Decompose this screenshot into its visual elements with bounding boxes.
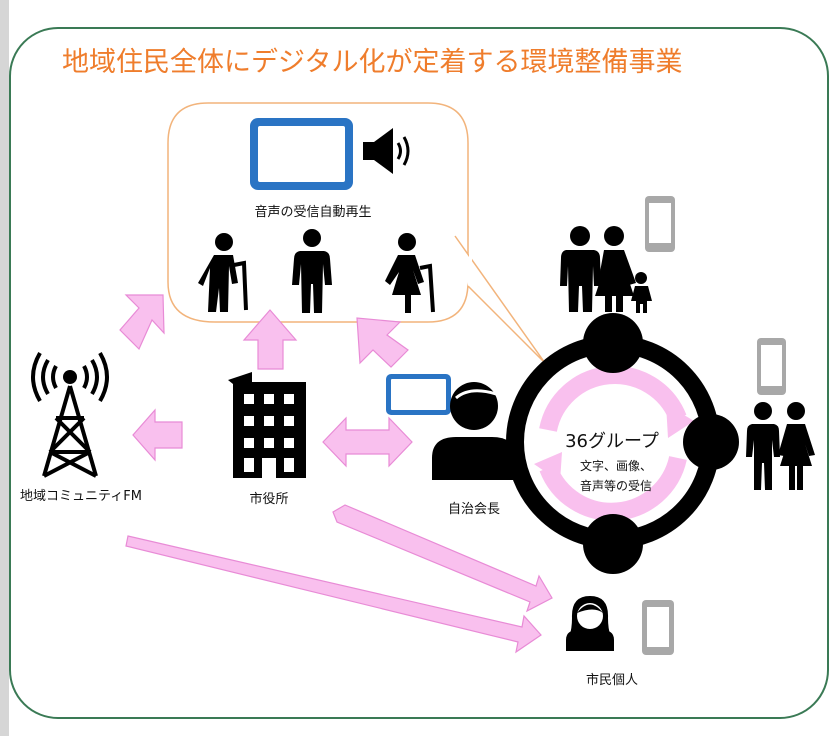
man-icon	[292, 229, 332, 313]
group-sub-line1: 文字、画像、	[580, 458, 652, 473]
ring-node-top	[583, 313, 643, 373]
woman-icon	[566, 596, 614, 651]
phone-icon-family	[645, 196, 675, 252]
arrow-chairman-to-bubble	[356, 317, 409, 368]
group-ring	[506, 313, 739, 574]
family-icon	[560, 226, 652, 313]
speaker-icon	[363, 128, 410, 174]
arrow-fm-to-bubble	[119, 294, 165, 351]
group-sub-line2: 音声等の受信	[580, 478, 652, 493]
chairman-label: 自治会長	[448, 502, 500, 517]
arrow-fm-to-citizen	[125, 535, 542, 654]
fm-label: 地域コミュニティFM	[20, 489, 142, 504]
hair-line	[455, 389, 497, 400]
citizen-label: 市民個人	[586, 672, 638, 688]
left-edge-strip	[0, 0, 9, 736]
phone-icon-citizen	[642, 600, 674, 655]
phone-icon-couple	[757, 338, 786, 395]
arrow-cityhall-to-bubble	[242, 309, 298, 370]
arrows	[119, 294, 553, 654]
couple-icon	[746, 402, 815, 490]
diagram-title: 地域住民全体にデジタル化が定着する環境整備事業	[62, 47, 682, 78]
arrow-cityhall-to-citizen	[332, 504, 553, 613]
elderly-woman-cane-icon	[385, 233, 435, 313]
arrow-cityhall-chairman	[322, 416, 413, 468]
tablet-icon	[250, 118, 353, 190]
cityhall-label: 市役所	[249, 491, 288, 507]
ring-node-bottom	[583, 514, 643, 574]
elderly-man-cane-icon	[198, 233, 248, 312]
radio-tower-icon	[31, 351, 109, 478]
ring-node-right	[683, 414, 739, 470]
bubble-caption: 音声の受信自動再生	[254, 204, 371, 220]
building-icon	[228, 372, 306, 478]
arrow-cityhall-to-fm	[132, 408, 183, 462]
group-title: 36グループ	[565, 431, 659, 452]
chairman-tablet-icon	[386, 374, 451, 415]
